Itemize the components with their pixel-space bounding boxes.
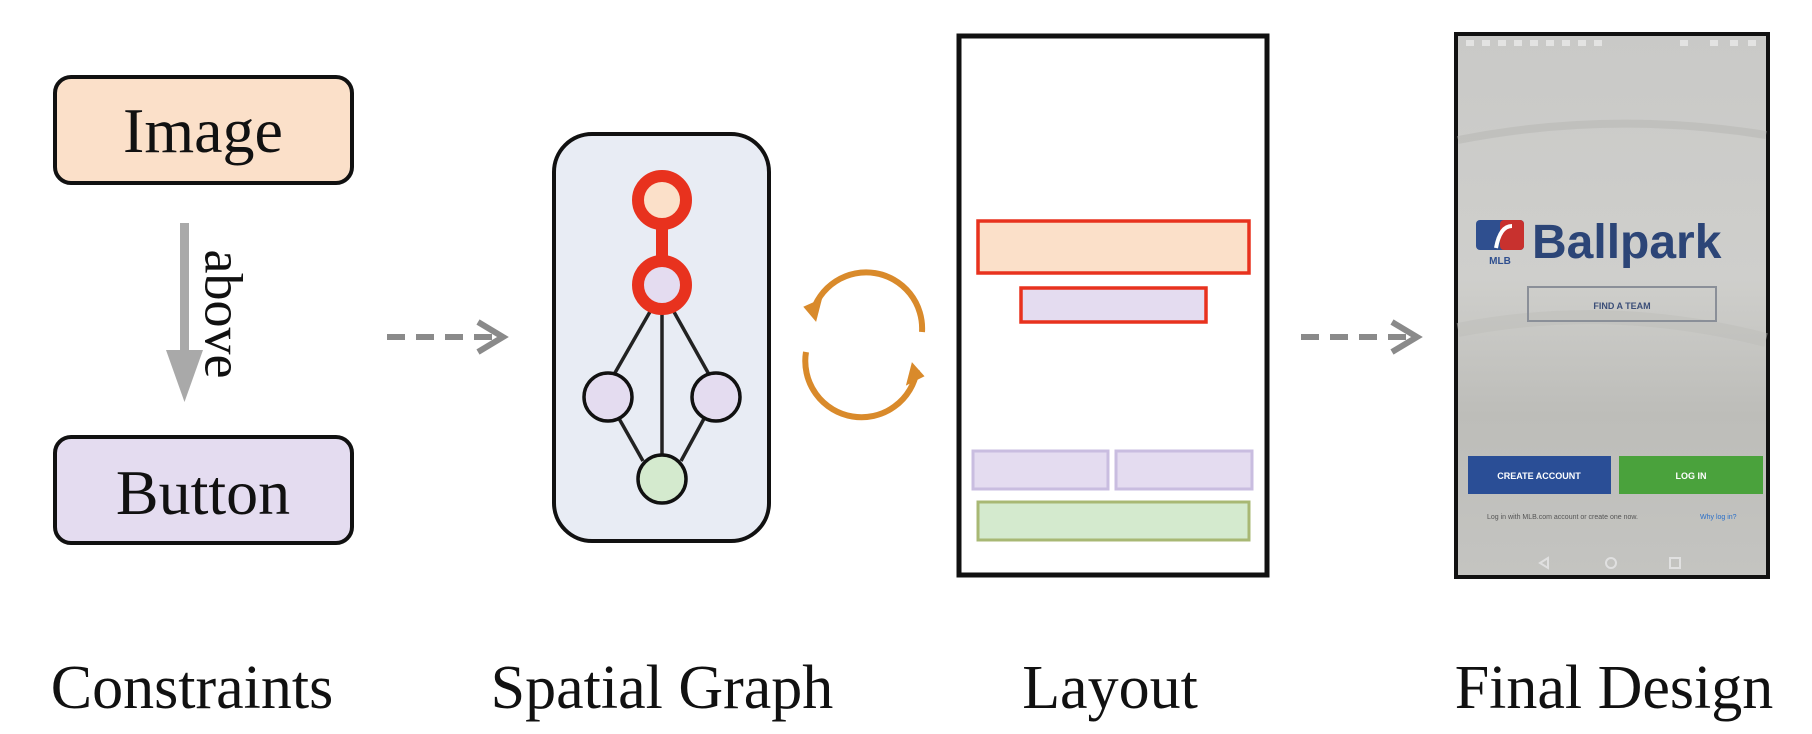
back-icon[interactable] [1538,556,1549,570]
spatial-graph-caption: Spatial Graph [491,654,834,722]
create-account-label: CREATE ACCOUNT [1497,471,1581,481]
image-node-label: Image [123,95,283,166]
recents-icon[interactable] [1669,557,1681,569]
ballpark-brand-text: Ballpark [1532,216,1722,269]
above-relation-label: above [194,250,254,379]
home-icon[interactable] [1605,557,1617,569]
android-nav-bar [1538,556,1681,570]
why-log-in-link[interactable]: Why log in? [1700,514,1737,521]
layout-section: Layout [956,33,1270,722]
layout-find-team-box [1019,286,1208,324]
stadium-texture [1456,310,1768,347]
status-bar [1466,40,1756,46]
graph-edge [667,302,713,379]
dashed-arrow-head-2 [1390,319,1423,355]
find-team-button[interactable] [1527,286,1717,322]
graph-node-left [582,371,634,423]
graph-node-right [690,371,742,423]
final-design-caption: Final Design [1455,654,1774,722]
graph-edge [679,414,708,462]
stadium-texture [1457,119,1767,144]
button-node-label: Button [116,457,290,528]
footer-note: Log in with MLB.com account or create on… [1487,514,1638,521]
find-team-label: FIND A TEAM [1593,301,1650,311]
layout-image-box [976,219,1251,275]
layout-create-box [971,449,1110,491]
graph-node-image [632,170,692,230]
above-arrow-shaft [180,223,189,353]
graph-edge [610,302,657,379]
mlb-logo-text: MLB [1489,256,1511,267]
image-node-box [53,75,354,185]
layout-caption: Layout [1022,654,1198,722]
button-node-box [53,435,354,545]
layout-login-box [1114,449,1254,491]
graph-edge [615,414,645,462]
refresh-cycle-icon [802,269,926,421]
mlb-logo-icon: MLB [1476,220,1524,267]
layout-footer-box [976,500,1251,542]
spatial-graph-section: Spatial Graph [491,132,834,722]
graph-node-bottom [636,453,688,505]
final-design-section: MLB Ballpark FIND A TEAM CREATE ACCOUNT … [1454,32,1774,722]
above-arrow-head [166,350,203,402]
log-in-button[interactable] [1619,456,1763,494]
log-in-label: LOG IN [1676,471,1707,481]
create-account-button[interactable] [1468,456,1611,494]
constraints-section: Image above Button Constraints [51,75,354,722]
dashed-arrow-head-1 [476,319,509,355]
graph-node-button [632,255,692,315]
constraints-caption: Constraints [51,654,333,722]
